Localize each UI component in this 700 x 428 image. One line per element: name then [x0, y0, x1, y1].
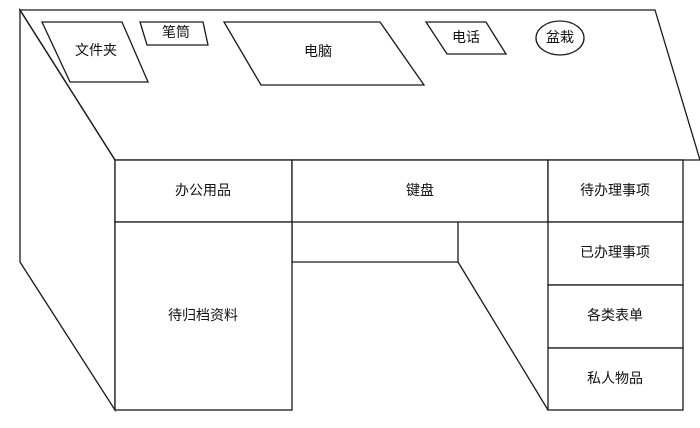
potted-plant-label: 盆栽 [546, 30, 574, 46]
office-supplies-label: 办公用品 [175, 183, 231, 199]
handled-matters-drawer [547, 221, 684, 286]
forms-label: 各类表单 [587, 308, 643, 324]
forms-drawer [547, 284, 684, 349]
computer-item [222, 21, 426, 86]
office-supplies-drawer [114, 159, 293, 223]
pending-matters-drawer [547, 159, 684, 223]
left-cabinet [114, 221, 293, 411]
knee-space-edge [457, 261, 549, 411]
personal-items-drawer [547, 347, 684, 411]
computer-label: 电脑 [304, 44, 332, 60]
pen-holder-label: 笔筒 [162, 24, 190, 41]
handled-matters-label: 已办理事项 [580, 245, 650, 261]
pending-matters-label: 待办理事项 [580, 183, 650, 199]
potted-plant-item [535, 20, 585, 56]
telephone-label: 电话 [452, 30, 480, 46]
folder-item [40, 21, 149, 83]
keyboard-tray [291, 159, 549, 223]
personal-items-label: 私人物品 [587, 371, 643, 387]
pen-holder-item [139, 21, 209, 46]
folder-label: 文件夹 [75, 43, 117, 59]
center-drawer-outline [291, 222, 459, 263]
to-file-documents-label: 待归档资料 [168, 307, 238, 324]
keyboard-label: 键盘 [406, 182, 434, 199]
telephone-item [424, 21, 508, 55]
